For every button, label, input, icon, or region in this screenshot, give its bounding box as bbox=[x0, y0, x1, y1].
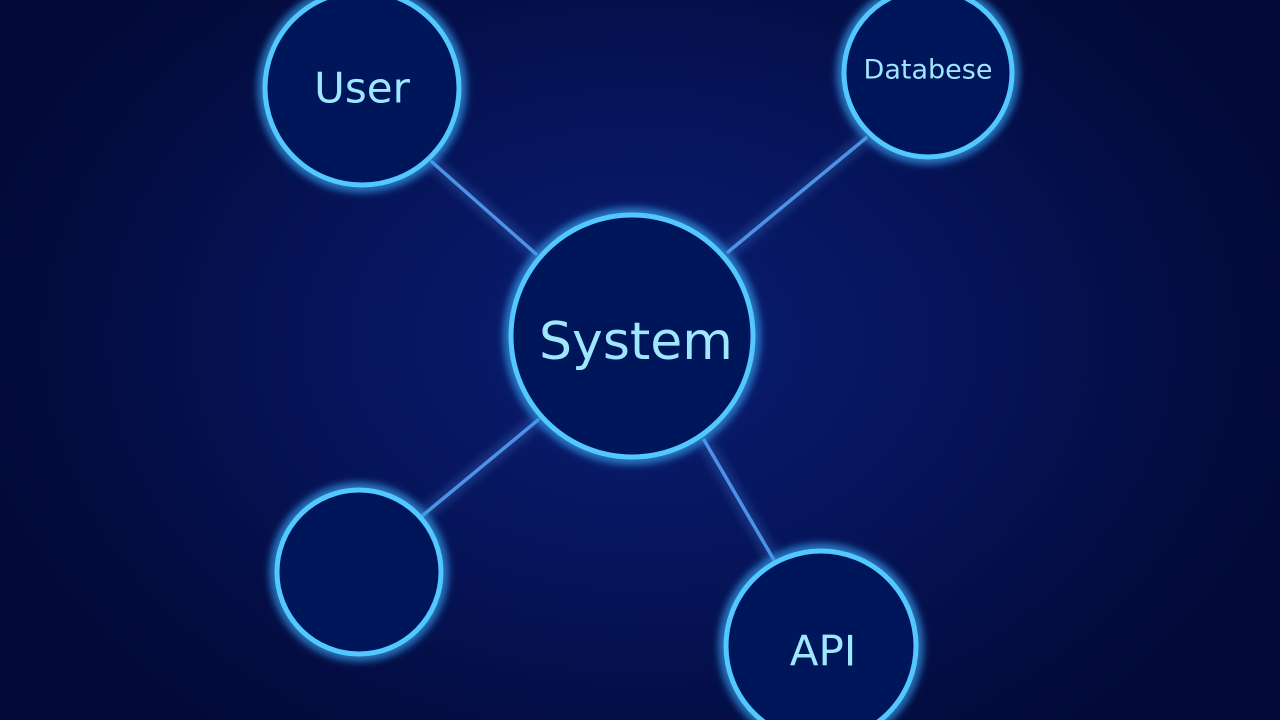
node-unlabeled bbox=[269, 482, 449, 662]
connector-system-api bbox=[702, 438, 776, 562]
node-system-label: System bbox=[539, 312, 733, 372]
connector-system-unlabeled bbox=[420, 418, 540, 518]
node-user-label: User bbox=[314, 64, 410, 113]
connectors bbox=[420, 136, 868, 562]
node-user: User bbox=[257, 0, 467, 193]
node-system: System bbox=[503, 207, 761, 465]
connector-system-user bbox=[430, 160, 538, 256]
node-api-label: API bbox=[790, 627, 856, 676]
node-database-label: Databese bbox=[864, 55, 993, 86]
node-database: Databese bbox=[836, 0, 1020, 165]
node-api: API bbox=[718, 543, 924, 720]
connector-system-database bbox=[726, 136, 868, 254]
